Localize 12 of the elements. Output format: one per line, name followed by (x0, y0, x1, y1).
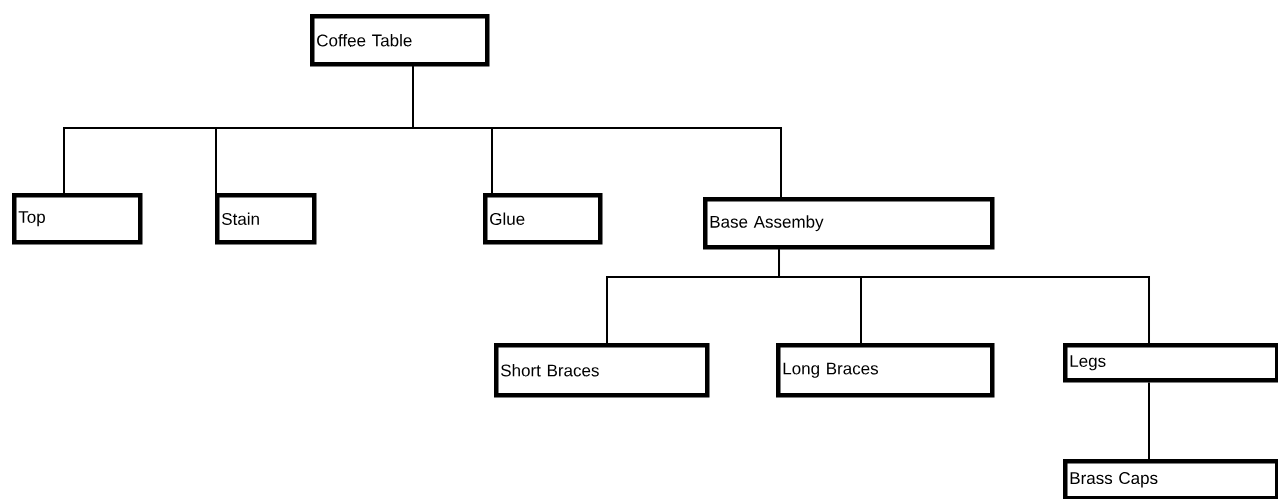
part-box: Coffee Table (310, 14, 490, 67)
part-box: Short Braces (494, 343, 710, 398)
part-box: Stain (215, 193, 317, 245)
part-box: Base Assemby (703, 197, 995, 250)
part-box: Glue (483, 193, 603, 245)
connector-line (778, 248, 1150, 344)
part-box: Brass Caps (1063, 459, 1278, 499)
part-box: Top (12, 193, 143, 245)
part-box: Legs (1063, 343, 1278, 383)
part-box: Long Braces (776, 343, 995, 398)
connector-line (1148, 381, 1150, 460)
connector-line (412, 65, 782, 198)
